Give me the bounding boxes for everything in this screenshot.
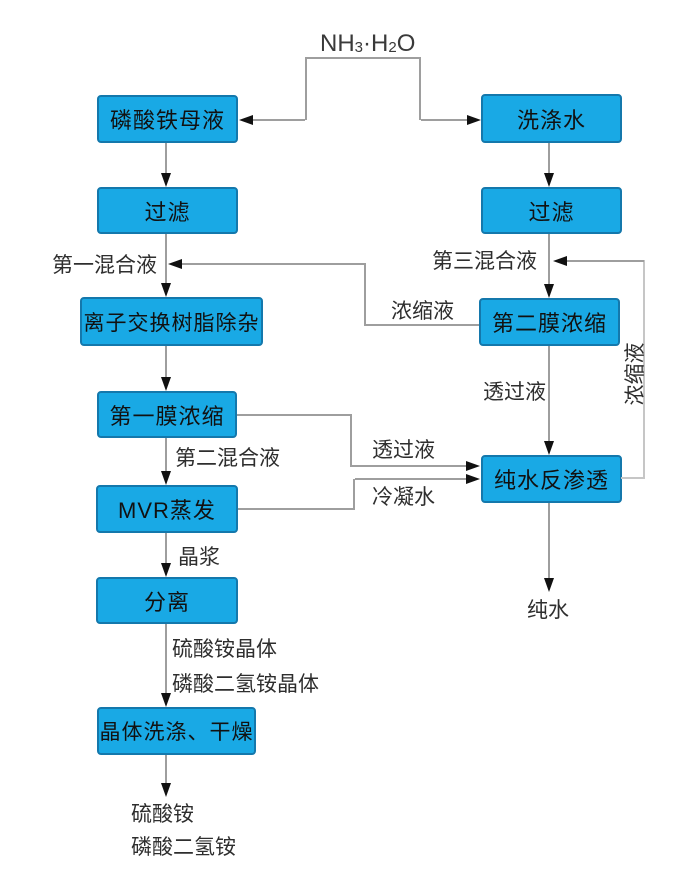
node-ion-exchange: 离子交换树脂除杂	[80, 297, 263, 346]
line-filter-membrane2	[548, 234, 550, 285]
edge-label-third-mixture: 第三混合液	[432, 250, 537, 273]
product-label-ammonium-sulfate: 硫酸铵	[131, 803, 194, 826]
edge-label-second-mixture: 第二混合液	[175, 447, 280, 470]
arrowhead-into-separation	[161, 563, 171, 577]
line-nh3-left-drop	[305, 57, 307, 120]
node-mvr-evaporation: MVR蒸发	[96, 485, 238, 533]
node-membrane1: 第一膜浓缩	[97, 391, 237, 438]
node-label: 过滤	[144, 199, 191, 225]
node-wash-water: 洗涤水	[481, 94, 622, 143]
node-label: 洗涤水	[516, 107, 586, 133]
edge-label-ammonia-water: NH3·H2O	[320, 30, 416, 57]
node-ro-pure-water: 纯水反渗透	[481, 455, 622, 503]
node-label: 过滤	[528, 199, 575, 225]
line-permeate-h1	[237, 414, 351, 416]
arrowhead-into-filter-left	[161, 173, 171, 187]
node-label: 第一膜浓缩	[109, 403, 225, 429]
arrowhead-into-wash-water	[467, 115, 481, 125]
line-concentrate-v	[364, 263, 366, 326]
arrowhead-to-pure-water	[544, 578, 554, 592]
edge-label-permeate-right: 透过液	[483, 381, 546, 404]
edge-label-slurry: 晶浆	[178, 546, 220, 569]
arrowhead-into-first-mixture	[168, 259, 182, 269]
product-label-map: 磷酸二氢铵	[131, 836, 236, 859]
edge-label-concentrate: 浓缩液	[391, 300, 454, 323]
line-nh3-to-wash-water	[421, 119, 468, 121]
node-crystal-wash-dry: 晶体洗涤、干燥	[97, 707, 256, 755]
line-separation-crystalwash	[165, 624, 167, 694]
node-label: 磷酸铁母液	[109, 108, 225, 133]
edge-label-ammonium-sulfate-crystal: 硫酸铵晶体	[172, 638, 277, 661]
line-nh3-right-drop	[419, 57, 421, 120]
line-permeate-v	[350, 414, 352, 467]
arrowhead-into-third-mixture	[553, 256, 567, 266]
line-condensate-h1	[238, 508, 355, 510]
node-label: 纯水反渗透	[493, 468, 609, 493]
arrowhead-into-ro-top	[544, 441, 554, 455]
line-filter-ionexchange	[165, 234, 167, 284]
arrowhead-into-filter-right	[544, 173, 554, 187]
line-condensate-v	[353, 479, 355, 510]
arrowhead-into-ion-exchange	[161, 283, 171, 297]
line-motherliquor-filter	[165, 143, 167, 174]
node-label: 分离	[143, 589, 190, 615]
edge-label-map-crystal: 磷酸二氢铵晶体	[172, 673, 319, 696]
line-concentrate-h1	[366, 324, 479, 326]
arrowhead-into-membrane2	[544, 284, 554, 298]
arrowhead-condensate-into-ro	[466, 474, 480, 484]
line-crystalwash-products	[165, 755, 167, 784]
node-label: MVR蒸发	[118, 498, 216, 523]
edge-label-permeate-mid: 透过液	[372, 439, 435, 462]
node-membrane2: 第二膜浓缩	[479, 298, 620, 346]
line-condensate-h2	[355, 478, 468, 480]
line-nh3-to-mother-liquor	[252, 119, 305, 121]
arrowhead-permeate-into-ro	[466, 461, 480, 471]
line-return-stub	[621, 477, 645, 479]
arrowhead-into-membrane1	[161, 377, 171, 391]
line-ro-purewater	[548, 503, 550, 579]
product-label-pure-water: 纯水	[527, 599, 569, 622]
line-concentrate-h2	[181, 263, 366, 265]
line-mvr-separation	[165, 533, 167, 564]
node-label: 离子交换树脂除杂	[83, 311, 260, 335]
node-filter-left: 过滤	[97, 187, 238, 234]
edge-label-condensate: 冷凝水	[372, 486, 435, 509]
line-permeate-h2	[352, 465, 467, 467]
line-membrane2-ro	[548, 346, 550, 442]
line-washwater-filter	[548, 143, 550, 174]
edge-label-concentrate-return: 浓缩液	[624, 342, 647, 406]
line-membrane1-mvr	[165, 438, 167, 472]
edge-label-first-mixture: 第一混合液	[52, 254, 157, 277]
node-label: 第二膜浓缩	[491, 311, 607, 336]
line-nh3-top	[305, 57, 421, 59]
line-ionexchange-membrane1	[165, 346, 167, 378]
arrowhead-into-mother-liquor	[239, 115, 253, 125]
line-return-top	[566, 260, 644, 262]
node-label: 晶体洗涤、干燥	[99, 721, 254, 744]
line-return-riser	[643, 260, 645, 479]
node-separation: 分离	[96, 577, 238, 624]
node-filter-right: 过滤	[481, 187, 622, 234]
arrowhead-into-mvr	[161, 471, 171, 485]
node-mother-liquor: 磷酸铁母液	[97, 95, 238, 143]
arrowhead-to-products	[161, 783, 171, 797]
arrowhead-into-crystal-wash	[161, 693, 171, 707]
